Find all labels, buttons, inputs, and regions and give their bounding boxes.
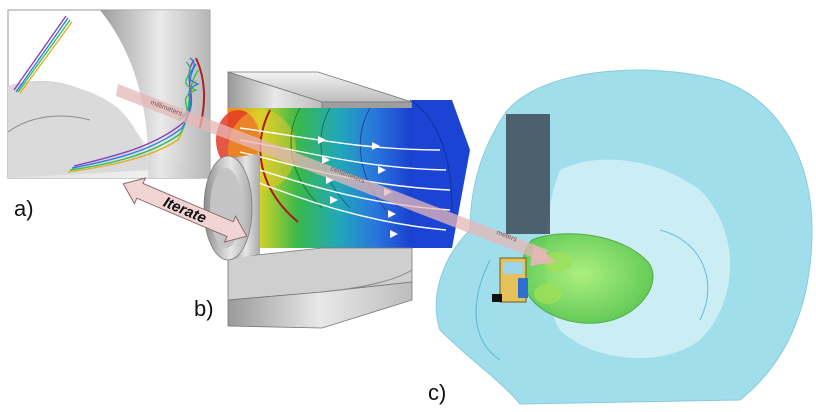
patient-head bbox=[435, 69, 813, 405]
inset-panel-a bbox=[7, 9, 211, 179]
beam-path-arrow: millimeters centimeters meters bbox=[116, 84, 556, 266]
trajectory-bundle-upper bbox=[13, 15, 73, 94]
panel-label-a: a) bbox=[14, 196, 34, 221]
dipole-magnet bbox=[203, 71, 470, 329]
iterate-label: Iterate bbox=[161, 194, 209, 227]
magnet-cylinder bbox=[203, 154, 260, 261]
panel-label-b: b) bbox=[194, 296, 214, 321]
panel-label-c: c) bbox=[428, 380, 447, 405]
field-map bbox=[228, 108, 412, 248]
detector-box bbox=[492, 257, 528, 303]
